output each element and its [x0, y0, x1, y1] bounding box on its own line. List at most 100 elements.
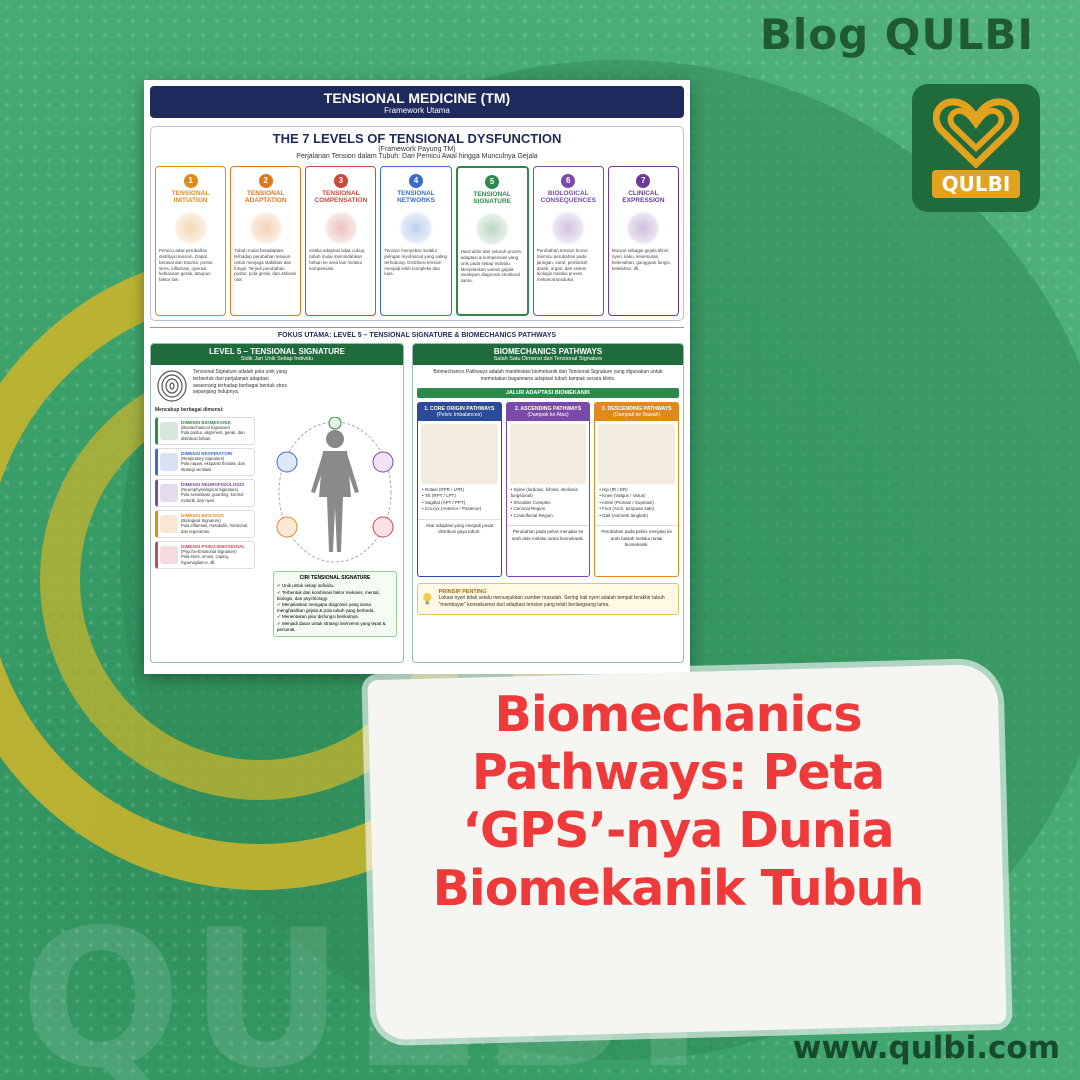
pathway-note: Akar adaptasi yang menjadi pusat distrib… [418, 518, 501, 536]
level-number: 5 [485, 175, 500, 189]
dimension-name: DIMENSI PSIKO-EMOSIONAL [181, 543, 246, 549]
pathways-panel-body: Biomechanics Pathways adalah manifestasi… [413, 365, 683, 619]
headline-line: Pathways: Peta [471, 744, 885, 801]
pathway-header: 3. DESCENDING PATHWAYS(Dampak ke Bawah) [595, 402, 679, 421]
signature-panel-header: LEVEL 5 – TENSIONAL SIGNATURE Sidik Jari… [151, 344, 403, 365]
pathway-item: • Foot (Arch, tumpuan kaki) [599, 506, 654, 512]
pathway-column: 1. CORE ORIGIN PATHWAYS(Pelvic Imbalance… [417, 401, 502, 577]
dimension-english: (Respiratory Signature) [181, 455, 225, 461]
level-name: CLINICAL EXPRESSION [622, 190, 665, 204]
dimension-description: Pola sensitisasi, guarding, kontrol moto… [181, 492, 244, 504]
dimension-description: Pola napas, ekspansi thoraks, dan strate… [181, 461, 246, 473]
pathways-panel-title: BIOMECHANICS PATHWAYS [493, 347, 603, 356]
level-description: Hasil akhir dari seluruh proses adaptasi… [460, 249, 522, 284]
dimension-english: (Biological Signature) [181, 517, 221, 523]
jalur-bar: JALUR ADAPTASI BIOMEKANIK [417, 387, 679, 398]
dimension-english: (Biomechanical Signature) [181, 424, 231, 430]
dimension-icon [160, 545, 178, 564]
tm-header: TENSIONAL MEDICINE (TM) Framework Utama [150, 86, 684, 118]
level-description: Tension menyebar melalui jaringan myofas… [384, 248, 447, 277]
signature-intro: Tensional Signature adalah pola unik yan… [193, 369, 287, 396]
signature-panel-body: Tensional Signature adalah pola unik yan… [151, 365, 403, 661]
pathway-items: • Rotasi (RPR / LPR)• Tilt (RPT / LPT)• … [418, 487, 501, 513]
pathway-item: • Craniofacial Region [510, 512, 553, 518]
pathway-item: • Tilt (RPT / LPT) [422, 493, 456, 499]
prinsip-text: Lokasi nyeri tidak selalu menunjukkan su… [438, 594, 665, 608]
pathways-panel-header: BIOMECHANICS PATHWAYS Salah Satu Dimensi… [413, 344, 683, 365]
level-name: TENSIONAL ADAPTATION [244, 190, 287, 204]
pathway-item: • Gait (Asimetri langkah) [599, 512, 648, 518]
headline-line: Biomechanics [494, 686, 863, 743]
dimension-description: Pola stres, emosi, coping, hypervigilanc… [181, 554, 229, 566]
level-illustration-icon [475, 212, 510, 246]
pathway-item: • Rotasi (RPR / LPR) [422, 486, 464, 492]
prinsip-box: PRINSIP PENTING Lokasi nyeri tidak selal… [417, 582, 679, 615]
level-illustration-icon [248, 211, 283, 245]
levels-title: THE 7 LEVELS OF TENSIONAL DYSFUNCTION [272, 131, 562, 146]
level-description: Ketika adaptasi tidak cukup, tubuh mulai… [309, 248, 366, 271]
check-icon: ✔ [277, 590, 282, 595]
dimension-english: (Neurophysiological Signature) [181, 486, 239, 492]
pathway-anatomy-icon [598, 423, 676, 484]
level-description: Perubahan tension kronis memicu perubaha… [536, 248, 588, 283]
level-illustration-icon [323, 211, 358, 245]
level-description: Tubuh mulai beradaptasi terhadap perubah… [234, 248, 297, 283]
check-icon: ✔ [277, 583, 283, 588]
level-number: 3 [333, 174, 348, 188]
ciri-title: CIRI TENSIONAL SIGNATURE [299, 575, 371, 581]
pathway-subtitle: (Pelvic Imbalances) [436, 411, 482, 418]
pathway-columns: 1. CORE ORIGIN PATHWAYS(Pelvic Imbalance… [417, 401, 680, 577]
check-icon: ✔ [277, 614, 283, 619]
dimension-description: Pola inflamasi, metabolik, hormonal, dan… [181, 523, 249, 535]
bottom-panels: LEVEL 5 – TENSIONAL SIGNATURE Sidik Jari… [150, 343, 684, 663]
dimension-list: DIMENSI BIOMEKANIK(Biomechanical Signatu… [155, 416, 399, 569]
pathway-note: Perubahan pada pelvis menjalar ke arah b… [595, 525, 679, 549]
pathway-item: • Sagittal (APT / PPT) [422, 499, 466, 505]
levels-section: THE 7 LEVELS OF TENSIONAL DYSFUNCTION (F… [150, 126, 684, 321]
dimension-item: DIMENSI RESPIRATORI(Respiratory Signatur… [155, 447, 255, 476]
human-body-icon [276, 417, 394, 563]
ciri-text: Menjadi dasar untuk strategi intervensi … [277, 621, 386, 632]
ciri-text: Menentukan jalur disfungsi berikutnya. [282, 614, 359, 619]
levels-framework: (Framework Payung TM) [378, 146, 456, 153]
prinsip-title: PRINSIP PENTING [438, 588, 487, 595]
dimension-icon [160, 483, 178, 502]
ciri-item: ✔ Menentukan jalur disfungsi berikutnya. [277, 614, 393, 620]
pathway-subtitle: (Dampak ke Atas) [527, 411, 569, 418]
pathway-item: • Ankle (Pronasi / Supinasi) [599, 499, 654, 505]
ciri-text: Menjelaskan mengapa diagnosis yang sama … [277, 602, 375, 613]
pathway-column: 3. DESCENDING PATHWAYS(Dampak ke Bawah) •… [594, 401, 680, 577]
website-url: www.qulbi.com [792, 1030, 1060, 1066]
level-number: 2 [258, 174, 273, 188]
level-name: BIOLOGICAL CONSEQUENCES [540, 190, 596, 204]
pathways-intro: Biomechanics Pathways adalah manifestasi… [433, 369, 663, 382]
level-number: 4 [408, 174, 423, 188]
signature-panel: LEVEL 5 – TENSIONAL SIGNATURE Sidik Jari… [150, 343, 404, 663]
level-number: 6 [561, 174, 576, 188]
ciri-item: ✔ Terbentuk dari kombinasi faktor mekani… [277, 590, 393, 601]
level-illustration-icon [398, 211, 433, 245]
logo-text: QULBI [931, 170, 1021, 198]
ciri-item: ✔ Menjelaskan mengapa diagnosis yang sam… [277, 602, 393, 613]
signature-panel-title: LEVEL 5 – TENSIONAL SIGNATURE [208, 347, 346, 356]
pathway-anatomy-icon [509, 423, 587, 484]
heart-logo-icon [933, 98, 1019, 168]
level-name: TENSIONAL NETWORKS [397, 190, 435, 204]
dimension-item: DIMENSI BIOLOGIS(Biological Signature)Po… [155, 509, 255, 538]
level-illustration-icon [551, 211, 586, 245]
dimension-name: DIMENSI NEUROFISIOLOGIS [181, 481, 245, 487]
ciri-text: Unik untuk setiap individu. [282, 583, 335, 588]
pathways-panel-subtitle: Salah Satu Dimensi dari Tensional Signat… [493, 356, 603, 362]
level-description: Muncul sebagai gejala klinis: nyeri, kak… [611, 248, 671, 271]
dimension-icon [160, 514, 178, 533]
level-illustration-icon [626, 211, 661, 245]
headline-line: Biomekanik Tubuh [432, 860, 925, 917]
signature-panel-subtitle: Sidik Jari Unik Setiap Individu [240, 356, 314, 362]
level-illustration-icon [173, 211, 208, 245]
tm-title: TENSIONAL MEDICINE (TM) [323, 90, 511, 106]
